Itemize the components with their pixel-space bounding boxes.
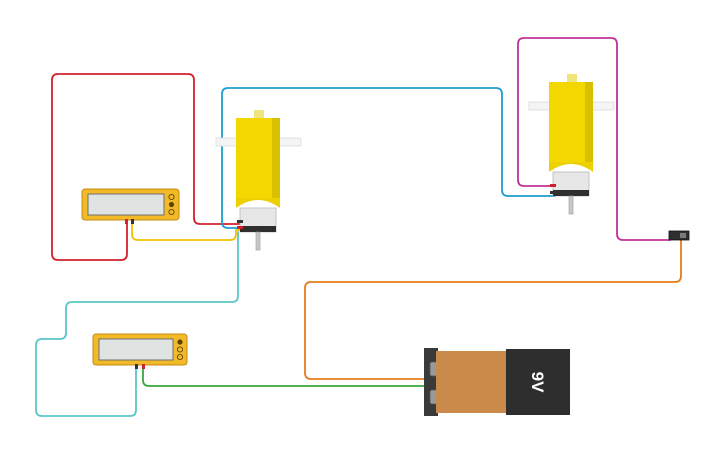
multimeter-terminal[interactable] xyxy=(131,219,134,224)
magenta-wire[interactable] xyxy=(517,37,671,241)
multimeter-2[interactable] xyxy=(92,333,188,369)
motor-gearbox-shadow xyxy=(585,82,593,162)
motor-shaft xyxy=(254,110,264,120)
multimeter-knob-icon[interactable] xyxy=(168,193,175,201)
multimeter-terminal[interactable] xyxy=(125,219,128,224)
battery-body xyxy=(506,349,570,415)
motor-body xyxy=(549,162,593,172)
switch-body xyxy=(668,230,690,241)
teal-wire[interactable] xyxy=(35,231,239,417)
motor-can-shade xyxy=(553,190,589,196)
dc-motor-2[interactable] xyxy=(528,74,615,215)
multimeter-knob-icon[interactable] xyxy=(176,346,184,353)
slide-switch[interactable] xyxy=(668,230,690,241)
battery-label: 9V xyxy=(528,372,547,393)
battery-cap xyxy=(424,348,438,416)
multimeter-terminal[interactable] xyxy=(142,364,145,369)
multimeter-knob-icon[interactable] xyxy=(168,208,175,216)
motor-can-pin xyxy=(255,231,261,251)
battery-9v[interactable]: 9V xyxy=(424,348,570,416)
motor-can-pin xyxy=(568,195,574,215)
battery-wrap xyxy=(436,351,506,413)
switch-slider[interactable] xyxy=(680,233,686,238)
dc-motor-1[interactable] xyxy=(215,110,302,251)
motor-terminal[interactable] xyxy=(237,226,243,229)
multimeter-1[interactable] xyxy=(81,188,180,224)
multimeter-knob-icon[interactable] xyxy=(168,201,175,208)
motor-terminal[interactable] xyxy=(550,191,556,194)
multimeter-knob-icon[interactable] xyxy=(177,339,183,345)
multimeter-screen xyxy=(98,338,174,361)
motor-terminal[interactable] xyxy=(550,184,556,187)
multimeter-terminal[interactable] xyxy=(135,364,138,369)
blue-wire[interactable] xyxy=(221,87,556,229)
motor-gearbox-shadow xyxy=(272,118,280,198)
motor-shaft xyxy=(567,74,577,84)
motor-body xyxy=(236,198,280,208)
red-loop-wire[interactable] xyxy=(51,73,241,261)
yellow-wire[interactable] xyxy=(131,221,241,241)
multimeter-knob-icon[interactable] xyxy=(176,353,184,361)
green-wire[interactable] xyxy=(142,365,425,387)
motor-terminal[interactable] xyxy=(237,220,243,223)
multimeter-screen xyxy=(87,193,165,216)
motor-can-shade xyxy=(240,226,276,232)
orange-wire[interactable] xyxy=(304,239,682,380)
